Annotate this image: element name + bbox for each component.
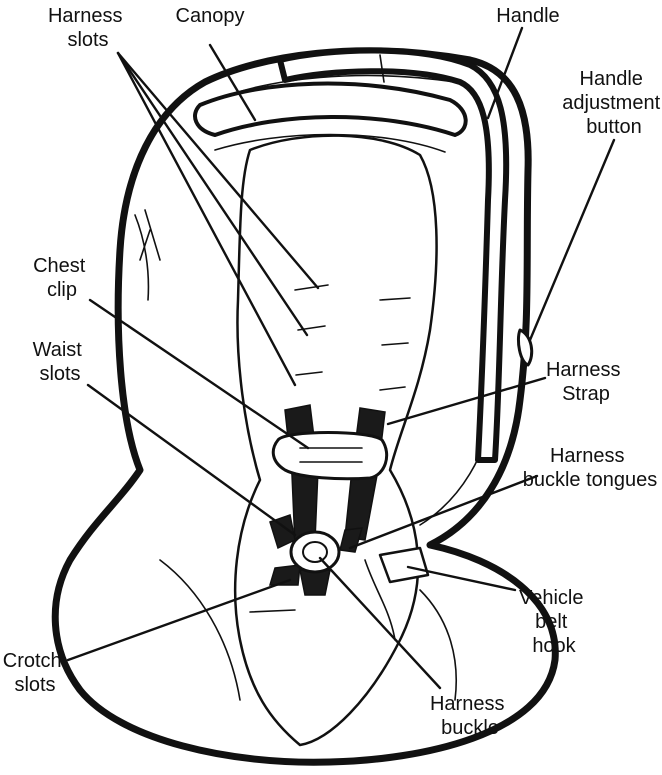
- label-canopy: Canopy: [176, 5, 245, 27]
- label-harness-buckle-tongues: Harness buckle tongues: [523, 445, 658, 491]
- label-handle: Handle: [496, 5, 559, 27]
- label-crotch-slots: Crotch slots: [3, 650, 67, 696]
- car-seat-illustration: [55, 50, 555, 762]
- label-chest-clip: Chest clip: [33, 255, 91, 301]
- chest-clip-shape: [273, 433, 386, 479]
- label-harness-strap: Harness Strap: [546, 359, 626, 405]
- label-handle-adjustment-button: Handle adjustment button: [562, 68, 662, 138]
- label-waist-slots: Waist slots: [33, 339, 88, 385]
- vehicle-belt-hook-shape: [380, 548, 428, 582]
- leader-handle-button: [530, 140, 614, 340]
- label-harness-slots: Harness slots: [48, 5, 128, 51]
